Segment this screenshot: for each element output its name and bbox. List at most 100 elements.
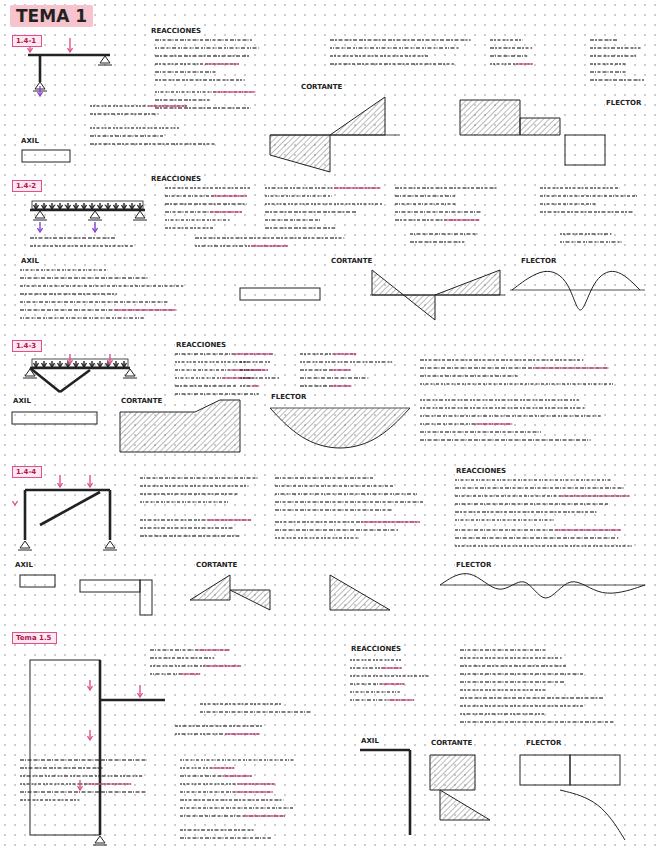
equation-stroke [265, 227, 335, 229]
diagram-baseline [440, 585, 645, 586]
equation-stroke [20, 301, 167, 303]
equation-stroke [275, 501, 424, 503]
highlight-stroke [445, 219, 479, 221]
beam-member [25, 489, 110, 492]
equation-stroke [90, 135, 165, 137]
equation-stroke [240, 361, 271, 363]
equation-stroke [165, 227, 215, 229]
equation-stroke [460, 681, 565, 683]
highlight-stroke [383, 683, 405, 685]
equation-scribble [540, 188, 638, 212]
section-number: 1.4-4 [16, 468, 38, 476]
highlight-stroke [237, 783, 275, 785]
arrow-head [114, 363, 119, 367]
equation-stroke [140, 535, 239, 537]
arrow-head [68, 48, 73, 52]
equation-stroke [420, 375, 518, 377]
equation-stroke [275, 485, 394, 487]
equation-stroke [20, 799, 79, 801]
equation-scribble [180, 760, 295, 816]
section-number: 1.4-2 [16, 182, 38, 190]
section-heading: AXIL [20, 138, 40, 146]
arrow-head [68, 360, 73, 364]
equation-stroke [460, 713, 544, 715]
equation-stroke [395, 195, 455, 197]
equation-stroke [140, 477, 258, 479]
highlight-stroke [205, 63, 239, 65]
equation-stroke [350, 683, 404, 685]
section-tag: 1.4-3 [12, 340, 42, 352]
equation-stroke [455, 495, 629, 497]
beam-member [100, 699, 165, 702]
equation-stroke [420, 359, 583, 361]
equation-stroke [490, 47, 532, 49]
highlight-stroke [388, 699, 414, 701]
equation-scribble [460, 706, 613, 722]
equation-stroke [540, 211, 634, 213]
diagram-area [270, 135, 330, 172]
equation-stroke [300, 377, 368, 379]
highlight-stroke [475, 423, 512, 425]
equation-stroke [460, 665, 566, 667]
equation-stroke [20, 317, 144, 319]
section-number: Tema 1.5 [16, 634, 53, 642]
diagram-area [230, 590, 270, 610]
equation-scribble [150, 650, 241, 674]
highlight-stroke [211, 211, 242, 213]
section-heading: AXIL [12, 398, 32, 406]
equation-stroke [20, 767, 103, 769]
equation-stroke [140, 485, 248, 487]
arrow-head [34, 363, 39, 367]
equation-stroke [395, 211, 482, 213]
diagram-area [22, 150, 70, 162]
equation-stroke [420, 439, 591, 441]
section-heading: CORTANTE [330, 258, 373, 266]
highlight-stroke [251, 385, 259, 387]
arrow-head [34, 205, 39, 209]
highlight-stroke [214, 195, 247, 197]
diagram-area [20, 575, 55, 587]
equation-stroke [90, 127, 179, 129]
equation-stroke [265, 187, 381, 189]
arrow-head [38, 228, 43, 232]
equation-stroke [560, 241, 623, 243]
arrow-head [98, 205, 103, 209]
equation-scribble [90, 128, 214, 144]
equation-stroke [155, 55, 250, 57]
equation-stroke [20, 759, 147, 761]
arrow-head [114, 205, 119, 209]
equation-stroke [155, 99, 210, 101]
equation-scribble [20, 760, 147, 800]
highlight-stroke [516, 63, 533, 65]
equation-stroke [275, 509, 392, 511]
equation-stroke [420, 399, 579, 401]
equation-stroke [30, 245, 133, 247]
equation-stroke [330, 47, 459, 49]
equation-stroke [420, 423, 512, 425]
beam-member [24, 490, 27, 540]
moment-curve [560, 790, 625, 840]
arrow-head [58, 483, 63, 487]
equation-stroke [20, 269, 107, 271]
diagram-area [372, 270, 435, 320]
highlight-stroke [251, 245, 288, 247]
equation-scribble [140, 478, 258, 502]
equation-stroke [265, 195, 332, 197]
equation-stroke [180, 829, 254, 831]
arrow-head [88, 483, 93, 487]
equation-scribble [420, 360, 614, 384]
arrow-head [82, 363, 87, 367]
diagram-area [520, 755, 570, 785]
equation-stroke [20, 775, 142, 777]
equation-stroke [20, 783, 131, 785]
equation-stroke [200, 703, 282, 705]
highlight-stroke [215, 91, 255, 93]
equation-stroke [455, 503, 609, 505]
diagram-area [140, 580, 152, 615]
diagram-area [330, 575, 390, 610]
section-heading: FLECTOR [270, 394, 307, 402]
beam-member [60, 370, 90, 392]
equation-scribble [155, 40, 259, 80]
highlight-stroke [234, 353, 273, 355]
equation-stroke [455, 545, 632, 547]
